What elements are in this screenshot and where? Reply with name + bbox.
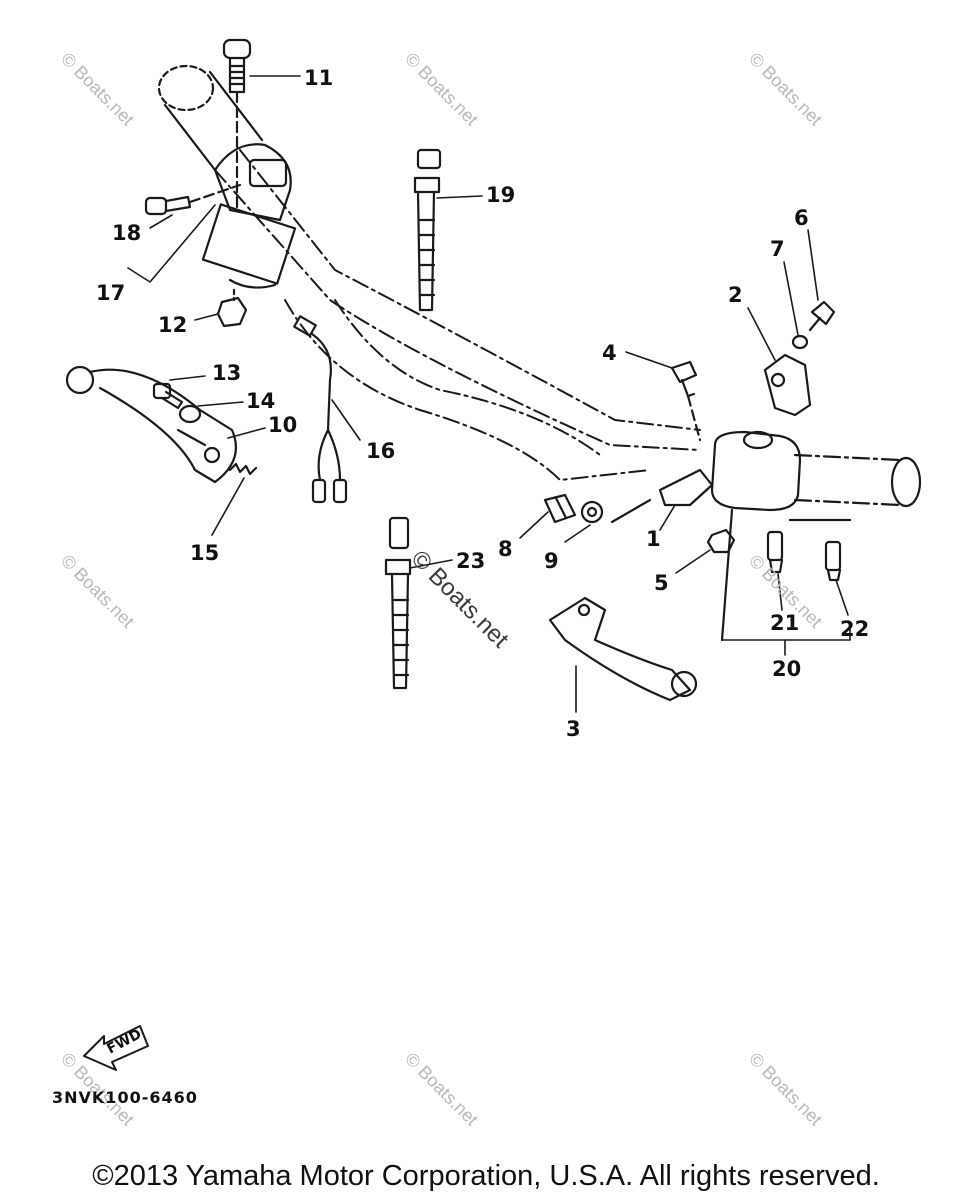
watermark: © Boats.net xyxy=(745,49,826,130)
callout-14: 14 xyxy=(246,389,275,413)
bolt-6 xyxy=(808,300,836,332)
left-grip xyxy=(157,64,264,172)
callout-9: 9 xyxy=(544,549,559,573)
bolt-11 xyxy=(222,38,252,212)
callout-18: 18 xyxy=(112,221,141,245)
bolt-4 xyxy=(670,360,702,442)
left-switch-housing xyxy=(201,143,297,289)
callout-23: 23 xyxy=(456,549,485,573)
clutch-switch-16 xyxy=(293,315,348,504)
screw-21 xyxy=(766,530,784,574)
callout-11: 11 xyxy=(304,66,333,90)
callout-15: 15 xyxy=(190,541,219,565)
bolt-13 xyxy=(152,382,184,410)
nut-12 xyxy=(216,288,248,328)
holder-2 xyxy=(763,353,812,417)
fwd-label: FWD xyxy=(104,1026,144,1057)
diagram-code: 3NVK100-6460 xyxy=(52,1088,198,1107)
clutch-lever-10 xyxy=(65,365,237,484)
callout-3: 3 xyxy=(566,717,581,741)
watermark: © Boats.net xyxy=(57,49,138,130)
handlebar xyxy=(214,149,701,481)
callout-1: 1 xyxy=(646,527,661,551)
nut-5 xyxy=(706,528,736,554)
callout-17: 17 xyxy=(96,281,125,305)
screw-22 xyxy=(824,540,842,582)
screw-18 xyxy=(144,183,242,216)
washer-7 xyxy=(791,334,809,350)
callout-2: 2 xyxy=(728,283,743,307)
watermark: © Boats.net xyxy=(401,1049,482,1130)
callout-12: 12 xyxy=(158,313,187,337)
callout-4: 4 xyxy=(602,341,617,365)
callout-22: 22 xyxy=(840,617,869,641)
fwd-arrow-icon xyxy=(83,1025,149,1071)
callout-8: 8 xyxy=(498,537,513,561)
callout-5: 5 xyxy=(654,571,669,595)
cable-tie-19 xyxy=(413,148,442,312)
callout-16: 16 xyxy=(366,439,395,463)
callout-20: 20 xyxy=(772,657,801,681)
brake-lever-3 xyxy=(548,596,698,702)
watermark: © Boats.net xyxy=(745,1049,826,1130)
right-switch-assembly-20 xyxy=(710,430,852,642)
cable-tie-23 xyxy=(384,516,412,690)
collar-14 xyxy=(178,404,202,424)
bush-8 xyxy=(543,493,577,524)
right-grip xyxy=(793,453,922,508)
callout-13: 13 xyxy=(212,361,241,385)
bracket-1 xyxy=(610,468,714,524)
watermark: © Boats.net xyxy=(401,49,482,130)
callout-21: 21 xyxy=(770,611,799,635)
leader-lines xyxy=(127,75,851,713)
callout-19: 19 xyxy=(486,183,515,207)
spring-15 xyxy=(228,462,258,476)
callout-7: 7 xyxy=(770,237,785,261)
washer-9 xyxy=(580,500,604,524)
copyright-notice: ©2013 Yamaha Motor Corporation, U.S.A. A… xyxy=(92,1160,880,1192)
callouts: 11 18 17 12 13 14 10 15 16 19 23 8 9 1 5… xyxy=(96,66,869,741)
watermark: © Boats.net xyxy=(57,551,138,632)
callout-10: 10 xyxy=(268,413,297,437)
callout-6: 6 xyxy=(794,206,809,230)
